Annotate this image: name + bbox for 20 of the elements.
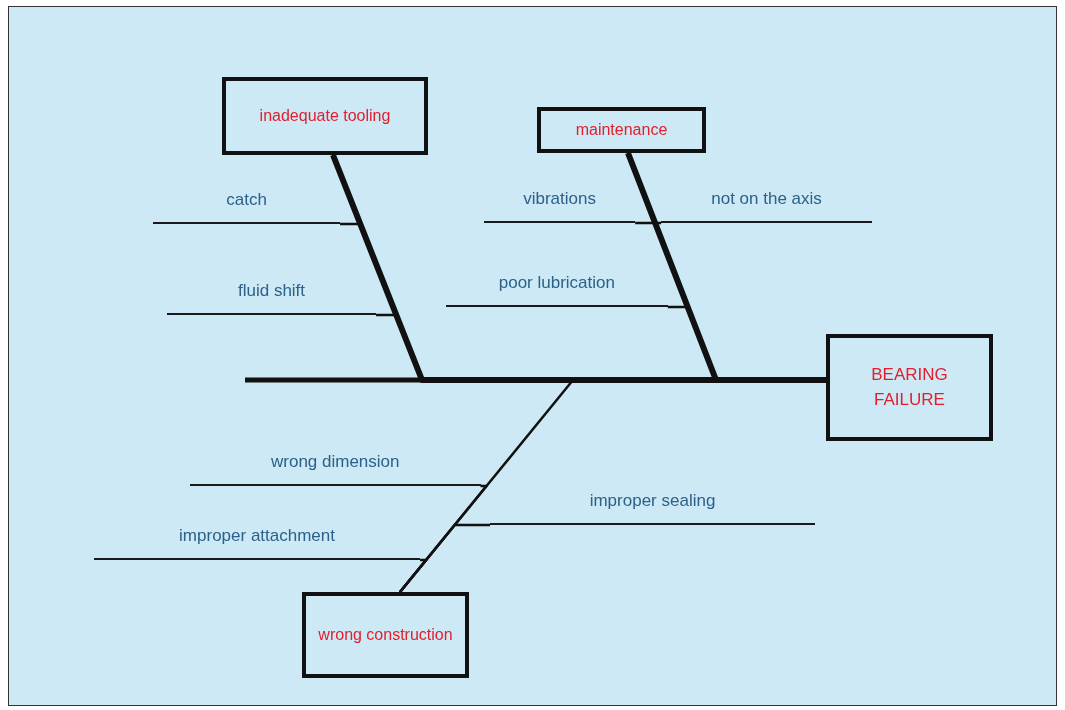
cause-text: improper attachment — [179, 526, 335, 546]
cause-text: poor lubrication — [498, 273, 615, 293]
category-text: BEARING FAILURE — [870, 363, 949, 411]
effect-box — [826, 334, 993, 441]
cause-text: catch — [226, 190, 267, 210]
cause-text: improper sealing — [589, 491, 716, 511]
cause-text: vibrations — [523, 189, 596, 209]
category-box — [302, 592, 469, 678]
category-box — [222, 77, 428, 155]
cause-text: not on the axis — [711, 189, 822, 209]
category-text: wrong construction — [318, 625, 453, 646]
cause-text: wrong dimension — [271, 452, 400, 472]
branch-line — [399, 558, 428, 593]
category-text: inadequate tooling — [259, 106, 391, 127]
category-box — [537, 107, 706, 153]
cause-text: fluid shift — [237, 281, 306, 301]
branch-line — [626, 152, 689, 309]
branch-line — [331, 154, 398, 317]
bone-line — [625, 151, 826, 383]
category-text: maintenance — [575, 120, 668, 141]
